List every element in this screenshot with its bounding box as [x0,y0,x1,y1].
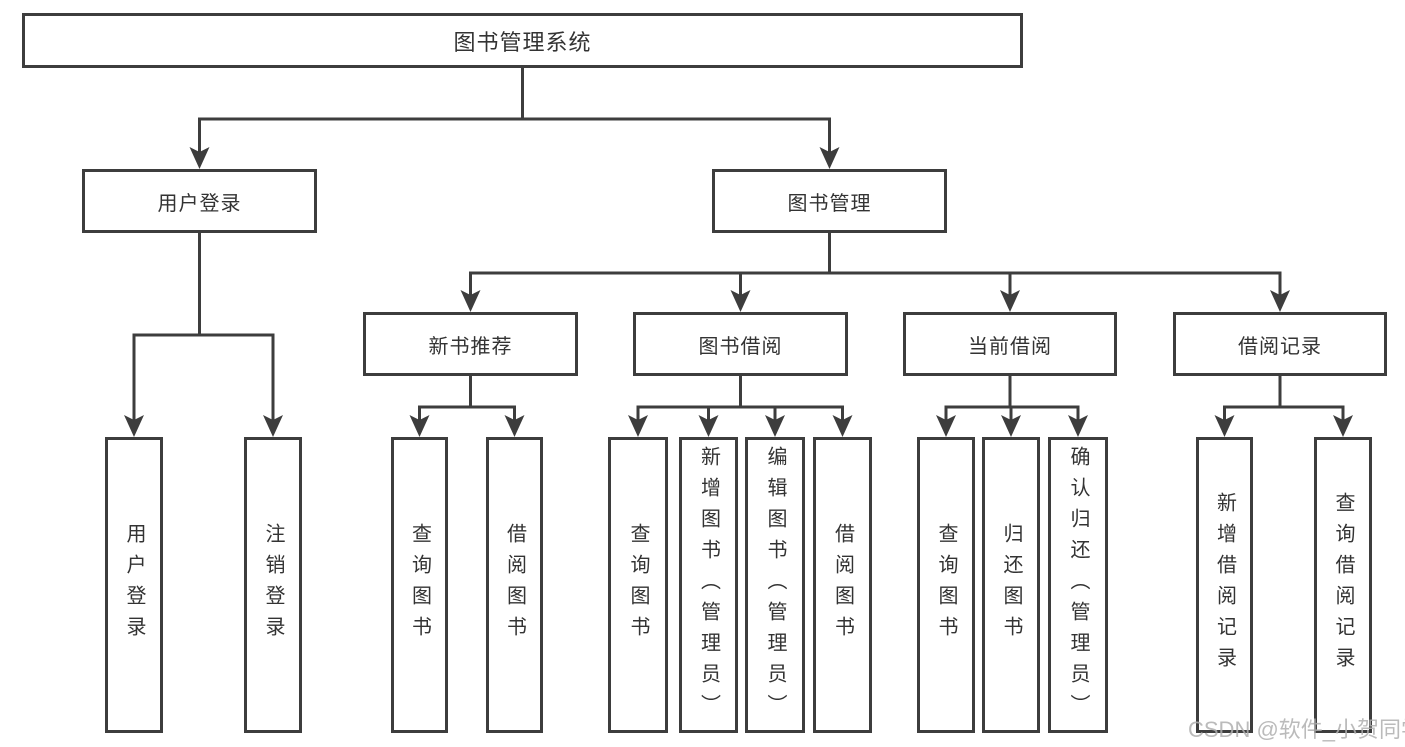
node-leaf-logout: 注销登录 [244,437,302,733]
node-root: 图书管理系统 [22,13,1023,68]
node-leaf-add-books-admin: 新增图书（管理员） [679,437,738,733]
node-book-management: 图书管理 [712,169,947,233]
arrowhead-icon [263,415,283,437]
node-label: 新增图书（管理员） [697,445,720,725]
node-label: 当前借阅 [968,335,1052,358]
node-label: 查询图书 [935,523,957,647]
node-book-borrowing: 图书借阅 [633,312,848,376]
arrowhead-icon [819,147,840,169]
arrowhead-icon [1270,290,1290,312]
node-label: 用户登录 [123,523,145,647]
node-label: 确认归还（管理员） [1067,445,1089,725]
arrowhead-icon [124,415,144,437]
node-leaf-return-books: 归还图书 [982,437,1040,733]
node-leaf-borrow-books-rec: 借阅图书 [486,437,543,733]
node-label: 查询图书 [408,523,431,647]
node-leaf-confirm-return-admin: 确认归还（管理员） [1048,437,1108,733]
arrowhead-icon [189,147,210,169]
arrowhead-icon [409,415,430,437]
node-label: 新增借阅记录 [1213,492,1236,678]
node-leaf-query-books-current: 查询图书 [917,437,975,733]
node-user-login: 用户登录 [82,169,317,233]
node-label: 图书管理系统 [453,29,592,55]
node-label: 用户登录 [157,192,242,215]
arrowhead-icon [1001,415,1021,437]
node-label: 图书借阅 [698,335,783,358]
node-leaf-query-books-borrow: 查询图书 [608,437,668,733]
node-leaf-user-login: 用户登录 [105,437,163,733]
node-label: 归还图书 [1000,523,1022,647]
node-leaf-query-books-rec: 查询图书 [391,437,448,733]
node-leaf-edit-books-admin: 编辑图书（管理员） [745,437,805,733]
arrowhead-icon [1000,290,1020,312]
node-borrowing-records: 借阅记录 [1173,312,1387,376]
node-label: 借阅图书 [831,523,854,647]
node-label: 借阅记录 [1238,335,1322,358]
arrowhead-icon [460,290,481,312]
arrowhead-icon [936,415,956,437]
node-label: 查询借阅记录 [1332,492,1354,678]
arrowhead-icon [1214,415,1235,437]
arrowhead-icon [1333,415,1353,437]
node-label: 新书推荐 [428,335,513,358]
node-current-borrowing: 当前借阅 [903,312,1117,376]
node-label: 借阅图书 [503,523,526,647]
arrowhead-icon [765,415,785,437]
arrowhead-icon [1068,415,1088,437]
arrowhead-icon [832,415,853,437]
arrowhead-icon [504,415,525,437]
node-label: 图书管理 [787,192,872,215]
arrowhead-icon [628,415,648,437]
watermark-text: CSDN @软件_小贺同学 [1188,717,1405,742]
node-label: 编辑图书（管理员） [764,445,786,725]
node-new-book-recommend: 新书推荐 [363,312,578,376]
node-leaf-add-borrow-record: 新增借阅记录 [1196,437,1253,733]
node-leaf-borrow-books-borrow: 借阅图书 [813,437,872,733]
arrowhead-icon [698,415,719,437]
node-leaf-query-borrow-record: 查询借阅记录 [1314,437,1372,733]
node-label: 注销登录 [262,523,284,647]
node-label: 查询图书 [627,523,649,647]
arrowhead-icon [730,290,751,312]
